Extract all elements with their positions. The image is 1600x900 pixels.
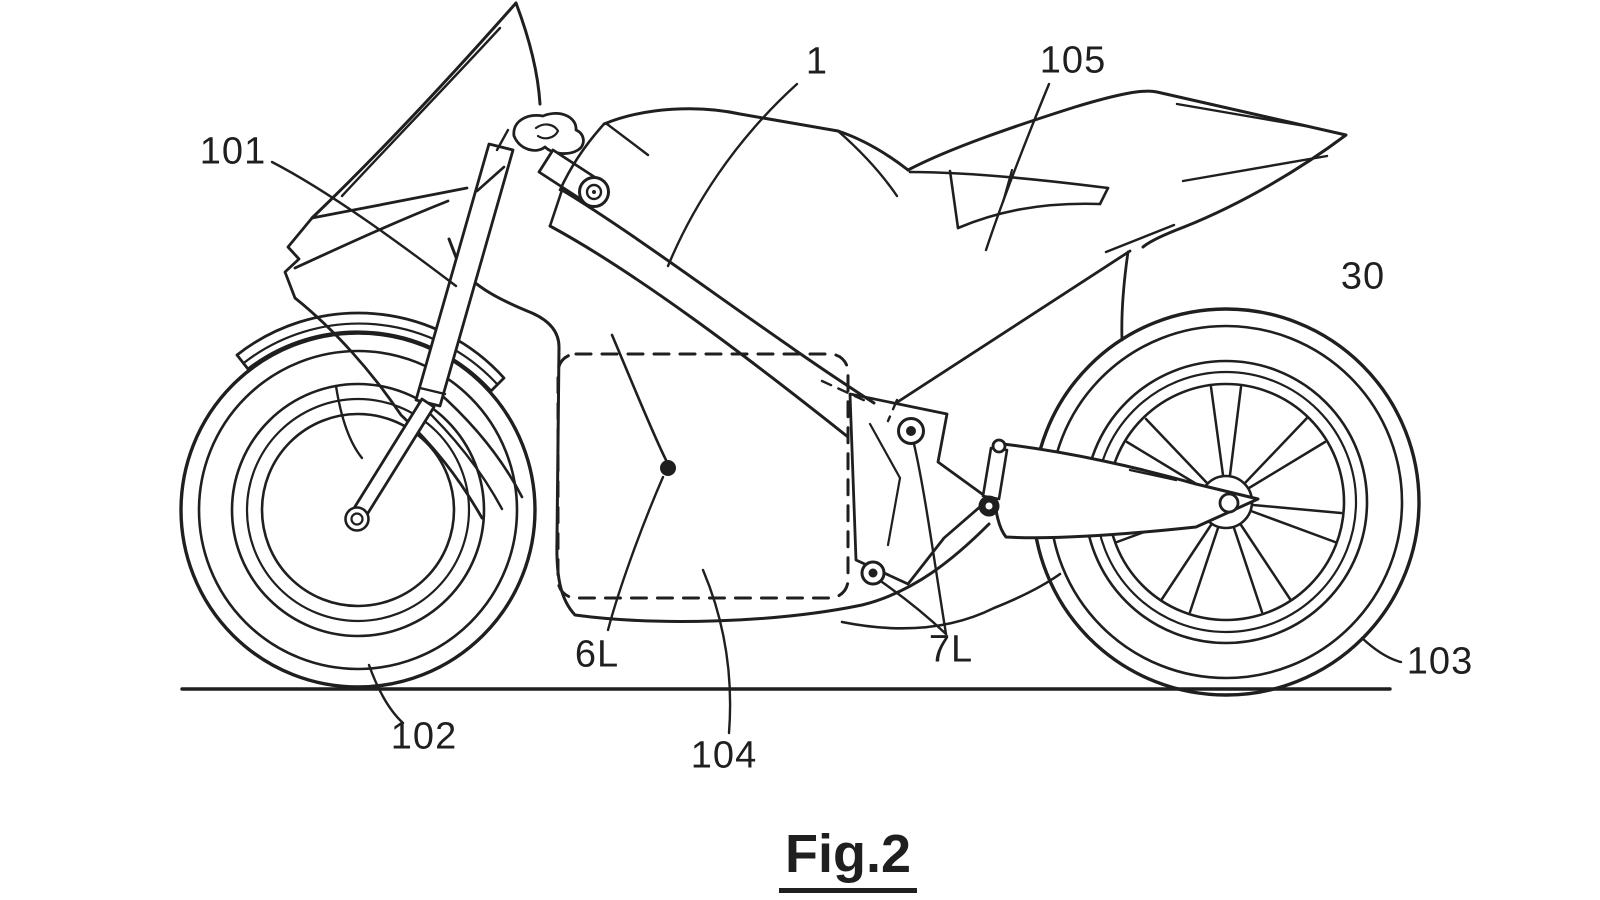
windscreen-right-edge bbox=[514, 1, 542, 106]
tank-front-edge bbox=[558, 122, 606, 192]
hidden-compartment-dashed-outline bbox=[556, 352, 850, 600]
rear-suspension bbox=[820, 379, 1009, 586]
leader-7L-lower bbox=[880, 580, 948, 636]
front-tire-inner bbox=[197, 349, 519, 671]
nose-top-edge bbox=[293, 199, 450, 270]
ref-label-1: 1 bbox=[805, 40, 829, 83]
figure-caption: Fig.2 bbox=[778, 823, 918, 893]
front-axle-cap bbox=[344, 506, 370, 532]
leader-7L-upper bbox=[912, 442, 948, 636]
fork-lower-tube bbox=[349, 397, 436, 523]
leader-104 bbox=[701, 568, 732, 735]
leader-1 bbox=[666, 82, 799, 268]
seat-top-edge bbox=[836, 129, 910, 172]
clamp-body bbox=[512, 112, 585, 155]
nose-notch bbox=[283, 216, 314, 300]
main-beam-bottom bbox=[548, 224, 850, 439]
ref-label-105: 105 bbox=[1039, 39, 1107, 82]
main-beam-top bbox=[560, 188, 876, 405]
grip-end-cap-inner bbox=[585, 183, 603, 201]
tank-front-seam bbox=[605, 122, 650, 157]
headstock-edge bbox=[548, 188, 564, 228]
ref-label-30: 30 bbox=[1340, 255, 1386, 298]
ref-label-7L: 7L bbox=[928, 628, 974, 671]
fender-stay bbox=[334, 384, 364, 460]
leader-103 bbox=[1360, 636, 1403, 664]
bracket-inner-line2 bbox=[886, 476, 902, 547]
front-axle-center bbox=[350, 512, 364, 526]
upper-mount-bolt-center bbox=[906, 426, 916, 436]
rear-wheel-spokes bbox=[1109, 385, 1343, 614]
front-wheel bbox=[179, 331, 537, 689]
grip-end-cap-dot bbox=[592, 190, 596, 194]
front-rim-inner bbox=[260, 412, 456, 608]
seat-panel-left bbox=[948, 169, 960, 230]
seat-tail-outline bbox=[906, 89, 1348, 249]
seat-panel-right bbox=[1098, 186, 1110, 206]
rear-axle-hole bbox=[1218, 492, 1240, 514]
nose-louver-line1 bbox=[435, 389, 524, 499]
leader-6L bbox=[606, 475, 665, 632]
leader-105 bbox=[984, 82, 1051, 252]
lower-fairing bbox=[293, 237, 1062, 630]
swingarm bbox=[992, 442, 1260, 540]
ref-label-102: 102 bbox=[390, 715, 458, 758]
tail-inner-top-line bbox=[1175, 102, 1307, 128]
front-fairing-upper bbox=[283, 1, 542, 300]
fender-midline bbox=[243, 322, 499, 386]
bracket-inner-line bbox=[868, 422, 902, 480]
front-rim-outer bbox=[230, 382, 486, 638]
shock-eyelet bbox=[991, 438, 1007, 454]
seat-panel-bottom bbox=[956, 202, 1102, 230]
fairing-mount-dot bbox=[660, 460, 676, 476]
swingarm-detail-line bbox=[1128, 468, 1178, 482]
vent-seam-line bbox=[610, 333, 668, 462]
fork-upper-tube bbox=[414, 142, 515, 408]
swingarm-body bbox=[992, 442, 1260, 540]
hidden-edge-dashed bbox=[820, 379, 872, 405]
link-bolt-center bbox=[985, 502, 993, 510]
ref-label-6L: 6L bbox=[574, 633, 620, 676]
leader-lines bbox=[270, 82, 1403, 735]
subframe-tube bbox=[894, 249, 1132, 405]
tail-inner-bottom-line bbox=[1181, 154, 1329, 183]
seat-panel-top bbox=[908, 170, 1110, 190]
leader-101 bbox=[270, 160, 458, 288]
ref-label-101: 101 bbox=[199, 130, 267, 173]
ref-label-103: 103 bbox=[1406, 640, 1474, 683]
brake-lever bbox=[475, 165, 506, 193]
handlebar-cluster bbox=[475, 112, 610, 208]
fork-collar-line bbox=[418, 386, 447, 396]
windscreen-inner-line bbox=[340, 26, 502, 198]
tank-top-outline bbox=[602, 107, 840, 133]
lower-cowl-line bbox=[840, 572, 1062, 630]
belly-outline bbox=[447, 237, 991, 623]
bodywork-top bbox=[558, 89, 1348, 342]
fairing-shoulder-line bbox=[310, 186, 469, 220]
rear-cowl-drop-edge bbox=[1120, 250, 1130, 342]
subframe-tube2 bbox=[1104, 223, 1176, 254]
seat-front-seam bbox=[836, 129, 899, 198]
nose-chin-edge bbox=[293, 296, 484, 520]
front-fork bbox=[344, 142, 515, 532]
ref-label-104: 104 bbox=[690, 734, 758, 777]
windscreen-left-edge bbox=[310, 1, 518, 220]
steering-stem-line bbox=[495, 128, 510, 152]
frame bbox=[548, 188, 1176, 439]
front-rim-mid bbox=[245, 397, 471, 623]
leader-102 bbox=[367, 663, 405, 725]
clamp-inner-curl bbox=[534, 123, 560, 140]
lower-mount-bolt-center bbox=[868, 568, 878, 578]
